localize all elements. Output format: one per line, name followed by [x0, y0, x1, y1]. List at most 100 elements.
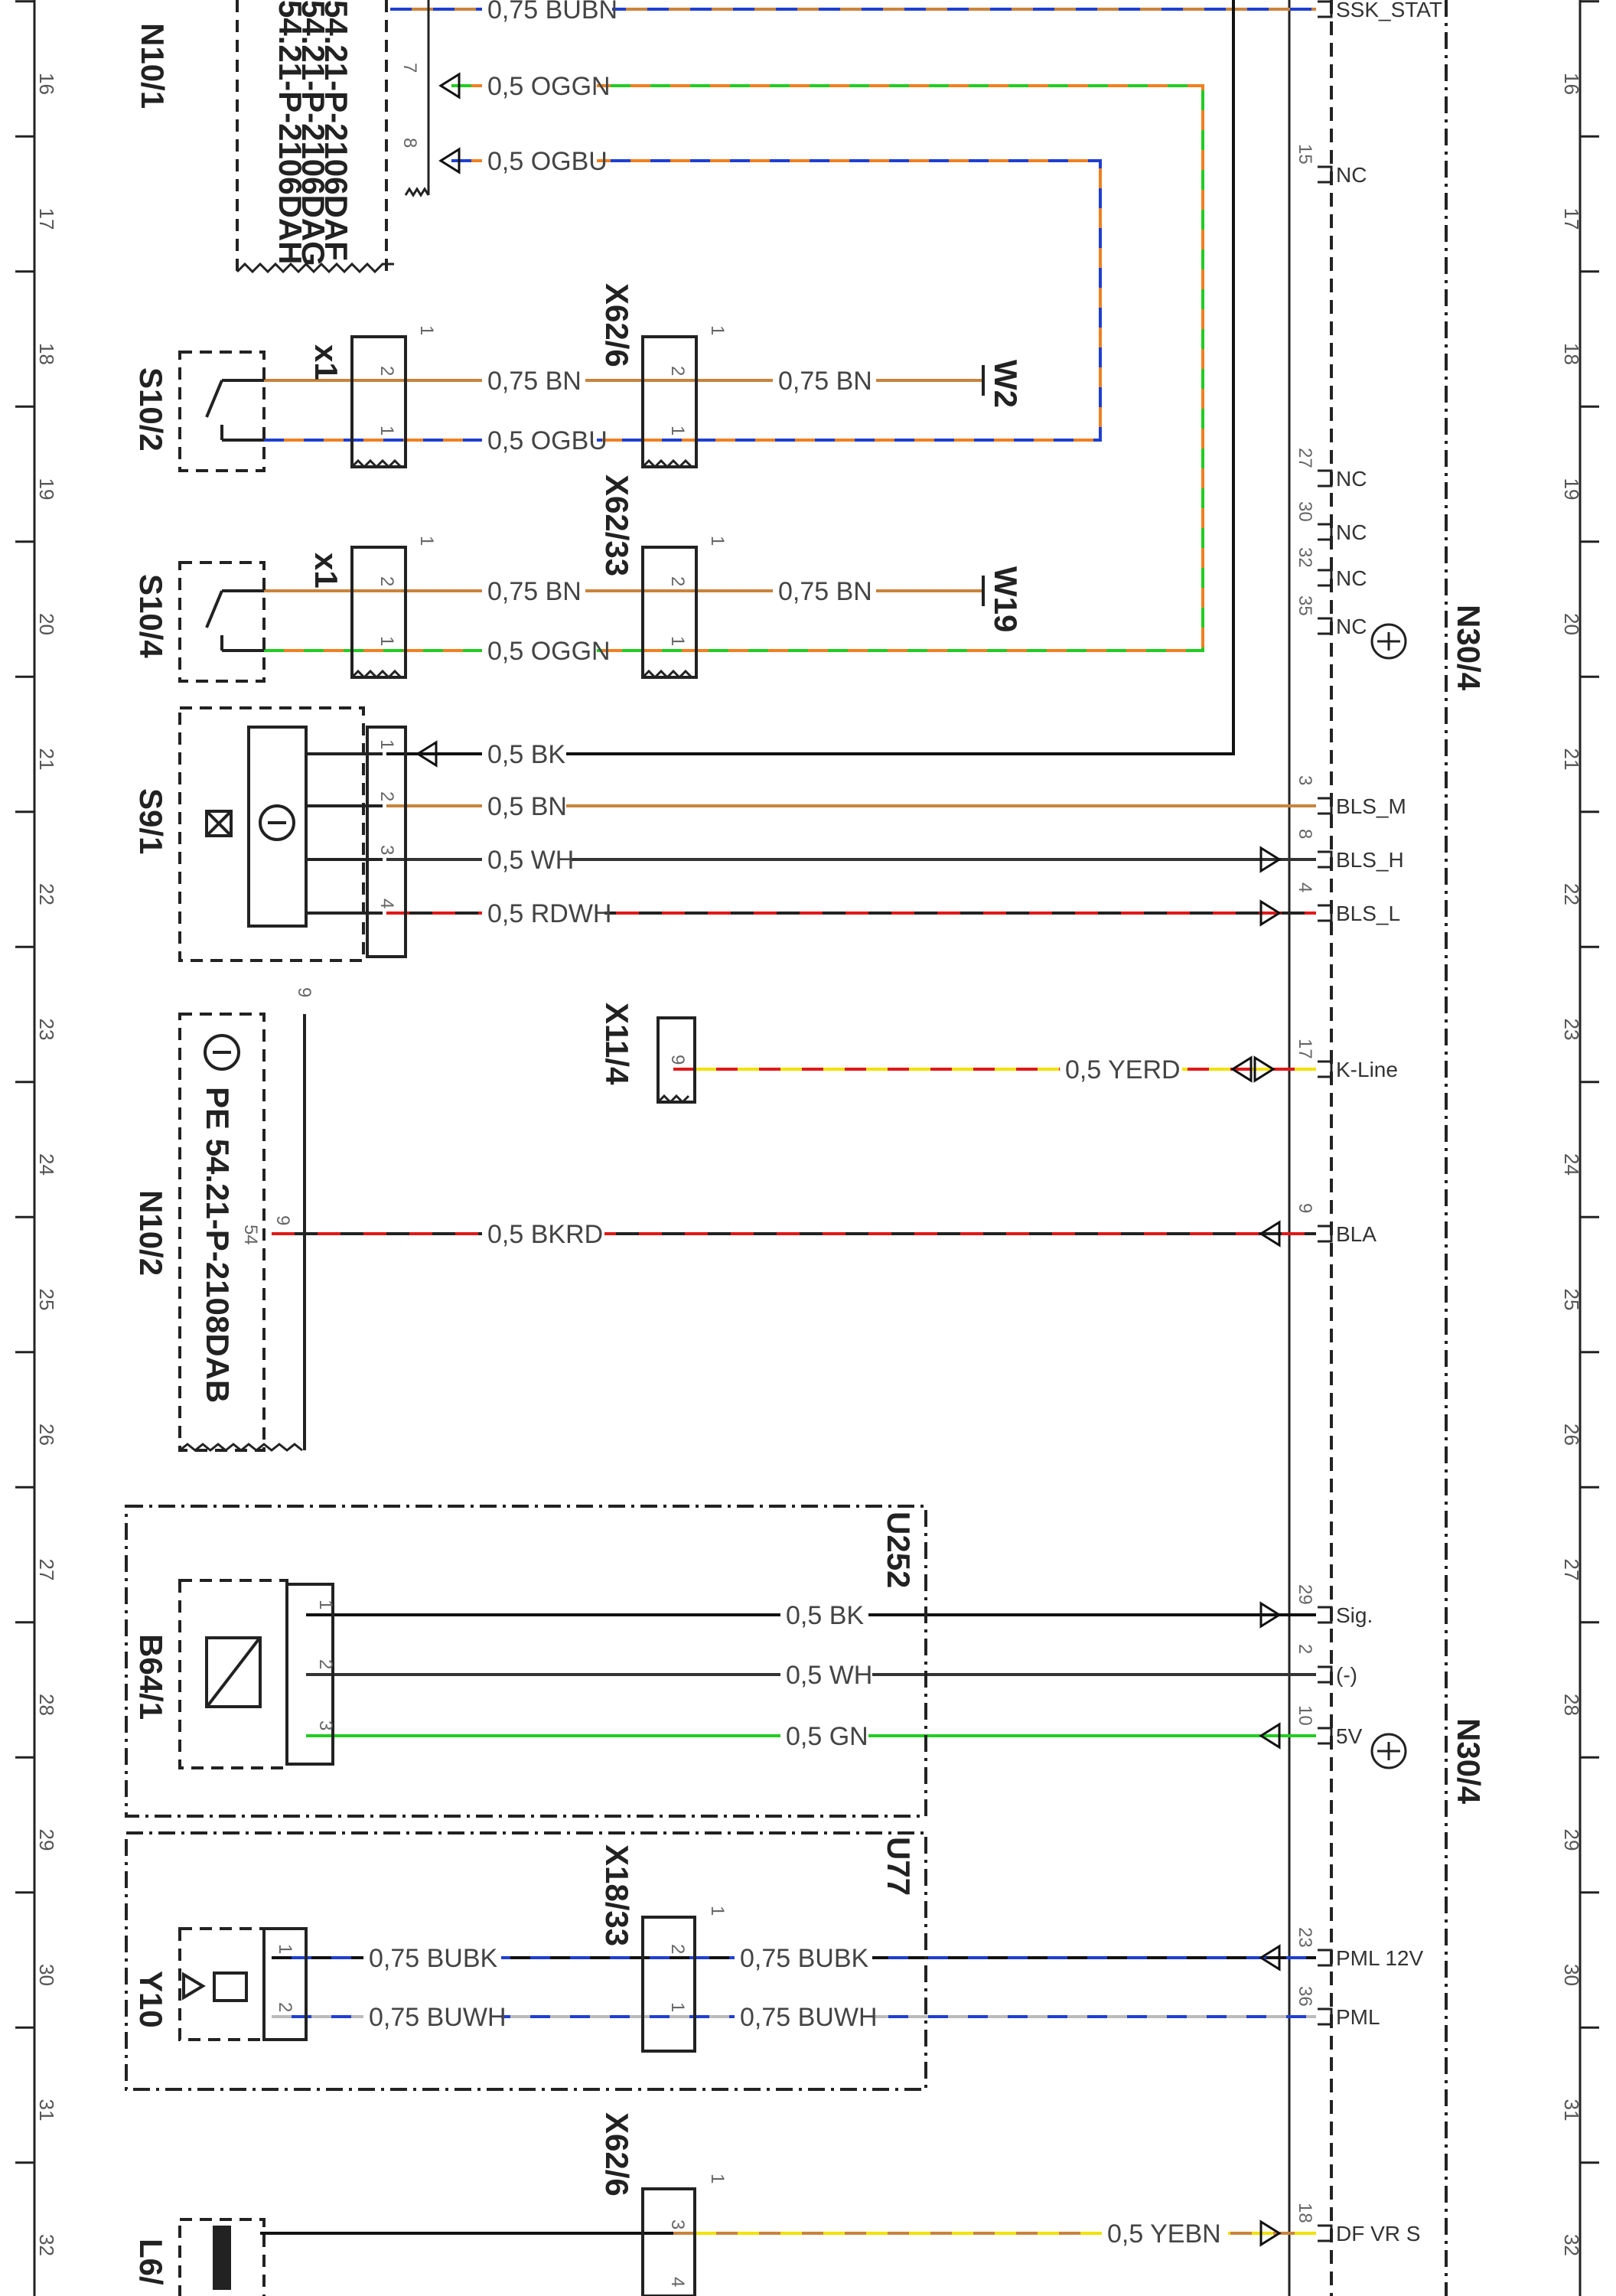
grid-label: 19 [35, 478, 58, 501]
x62-6-label-a: X62/6 [599, 283, 635, 367]
pin-2: 2 [667, 576, 688, 586]
grid-label: 32 [35, 2234, 58, 2256]
s10-2-label: S10/2 [133, 367, 169, 452]
pin-1: 1 [376, 636, 397, 646]
x1-label-a: x1 [308, 344, 344, 380]
pin-3: 3 [667, 2219, 688, 2229]
w2-label: W2 [988, 360, 1024, 408]
ecu-pin-name: NC [1336, 615, 1367, 638]
grid-label: 21 [1560, 748, 1583, 771]
grid-label: 24 [1560, 1153, 1583, 1176]
n10-2-pin9: 9 [272, 1215, 293, 1225]
ecu-pin-number: 35 [1295, 595, 1315, 616]
ecu-pin-stub [1318, 797, 1333, 815]
ecu-pin-name: NC [1336, 520, 1367, 544]
label-rdwh-s9: 0,5 RDWH [487, 899, 611, 928]
ecu-pin-name: Sig. [1336, 1603, 1373, 1627]
sheet-frame [33, 0, 1582, 2296]
ecu-pin-name: PML [1336, 2005, 1380, 2029]
ecu-pin-name: BLS_H [1336, 848, 1404, 872]
ecu-pin-name: BLS_M [1336, 794, 1406, 818]
grid-label: 17 [1560, 208, 1583, 230]
ecu-pin-stub [1318, 617, 1333, 635]
pin-1: 1 [707, 2174, 728, 2183]
pin-1: 1 [315, 1600, 336, 1609]
grid-label: 27 [1560, 1559, 1583, 1581]
n10-2-block [178, 1013, 306, 1452]
pin-1: 1 [707, 536, 728, 546]
ecu-pin-number: 27 [1295, 448, 1315, 468]
grid-label: 30 [1560, 1964, 1583, 1986]
n10-2-pin54: 54 [240, 1225, 261, 1245]
connector-pin-numbers: 1 1 2 1 2 1 1 1 2 1 2 1 1 2 3 4 9 1 2 3 … [275, 325, 728, 2287]
ecu-pin-stub [1318, 1606, 1333, 1624]
grid-label: 25 [1560, 1289, 1583, 1311]
label-bubk-y10: 0,75 BUBK [369, 1944, 498, 1973]
grid-label: 16 [35, 73, 58, 95]
u77-block [125, 1831, 927, 2091]
ecu-pin-name: (-) [1336, 1663, 1357, 1687]
pin-3: 3 [315, 1720, 336, 1730]
grid-label: 20 [1560, 613, 1583, 635]
pin-3: 3 [376, 845, 397, 855]
ecu-pin-name: K-Line [1336, 1058, 1398, 1081]
ecu-pin-stub [1318, 2007, 1333, 2026]
grid-label: 22 [35, 883, 58, 905]
ecu-pin-name: NC [1336, 467, 1367, 491]
label-bn-w19: 0,75 BN [778, 577, 872, 606]
grid-label: 30 [35, 1964, 58, 1986]
transistor-icon [1370, 623, 1407, 1769]
grid-label: 31 [1560, 2099, 1583, 2122]
n10-2-ref: PE 54.21-P-2108DAB [200, 1087, 236, 1403]
ecu-pin-name: 5V [1336, 1724, 1363, 1748]
pin-1: 1 [667, 2002, 688, 2012]
wire-oggn-top [451, 84, 1204, 652]
grid-label: 29 [1560, 1829, 1583, 1851]
label-yerd: 0,5 YERD [1065, 1055, 1181, 1084]
label-oggn-top: 0,5 OGGN [487, 72, 611, 101]
u252-label: U252 [881, 1512, 917, 1588]
label-bn-s10-4: 0,75 BN [487, 577, 582, 606]
label-bk-b64: 0,5 BK [786, 1601, 864, 1630]
ecu-pin-name: NC [1336, 163, 1367, 187]
label-buwh-r: 0,75 BUWH [740, 2003, 878, 2032]
n10-1-pin7: 7 [399, 63, 420, 73]
x62-33-label: X62/33 [599, 475, 635, 576]
ecu-pin-stub [1318, 569, 1333, 587]
wire-arrows [415, 72, 1282, 2247]
s9-1-block [178, 706, 407, 962]
n10-1-ref-3: 54.21-P-2106DAH [272, 0, 308, 265]
label-ogbu-s10-2: 0,5 OGBU [487, 426, 608, 455]
grid-label: 28 [35, 1694, 58, 1716]
grid-label: 23 [1560, 1019, 1583, 1041]
ecu-pin-stub [1318, 0, 1333, 18]
label-wh-b64: 0,5 WH [786, 1661, 872, 1690]
pin-9: 9 [667, 1055, 688, 1065]
s10-2-switch [178, 335, 985, 472]
ecu-pin-number: 30 [1295, 501, 1315, 522]
ecu-pin-stub [1318, 1060, 1333, 1078]
n10-1-ref-1: 54.21-P-2106DAF [318, 0, 354, 261]
n10-2-corner-pin: 9 [294, 987, 314, 997]
grid-label: 20 [35, 613, 58, 635]
label-gn-b64: 0,5 GN [786, 1722, 868, 1751]
x11-4-label: X11/4 [599, 1003, 635, 1085]
grid-label: 25 [35, 1289, 58, 1311]
pin-2: 2 [667, 1944, 688, 1954]
ecu-pin-name: BLS_L [1336, 902, 1400, 925]
x1-label-b: x1 [308, 553, 344, 589]
pin-4: 4 [376, 899, 397, 908]
label-bn-s10-2: 0,75 BN [487, 367, 582, 396]
ecu-pin-name: DF VR S [1336, 2222, 1420, 2245]
label-yebn: 0,5 YEBN [1107, 2219, 1221, 2249]
ecu-pin-number: 32 [1295, 547, 1315, 568]
u77-label: U77 [881, 1837, 917, 1896]
ecu-pin-stub [1318, 1665, 1333, 1684]
pin-2: 2 [376, 791, 397, 801]
ecu-pin-number: 15 [1295, 144, 1315, 165]
ecu-pin-number: 18 [1295, 2203, 1315, 2223]
ecu-pin-stub [1318, 1225, 1333, 1243]
pin-2: 2 [667, 366, 688, 376]
